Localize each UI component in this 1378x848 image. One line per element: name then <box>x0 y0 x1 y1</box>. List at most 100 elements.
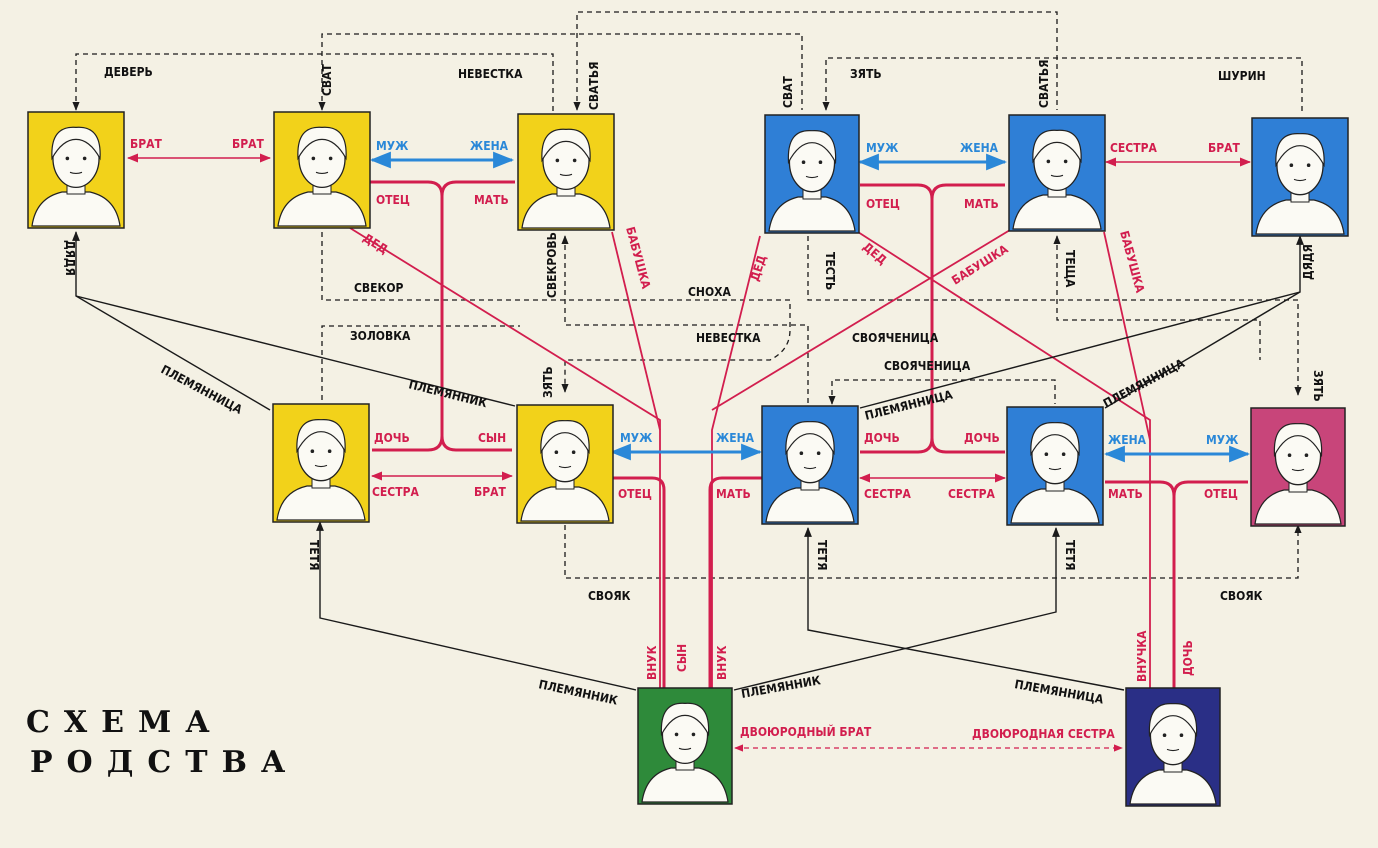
label-muzh-right: МУЖ <box>1206 433 1239 447</box>
tetya-right <box>733 527 1060 691</box>
label-babushka-far: БАБУШКА <box>1117 229 1147 295</box>
label-vnuchka: ВНУЧКА <box>1135 630 1149 682</box>
father-son-line <box>612 476 666 690</box>
label-svoyak-right: СВОЯК <box>1220 589 1263 603</box>
portrait-hair <box>541 128 591 163</box>
svat-left-line <box>318 33 803 111</box>
svoyachenitsa-line <box>828 379 1056 405</box>
portrait-mouth <box>1166 748 1180 752</box>
portrait-mouth <box>1048 467 1062 471</box>
portrait-eye <box>65 156 70 161</box>
nephew-lines <box>72 231 1304 691</box>
portrait-body <box>768 196 856 232</box>
portrait-hair <box>1032 129 1082 164</box>
label-sestra-left: СЕСТРА <box>372 485 419 499</box>
label-svoyak-left: СВОЯК <box>588 589 631 603</box>
label-dvoyurodny-brat: ДВОЮРОДНЫЙ БРАТ <box>740 724 872 739</box>
portrait-mouth <box>1291 468 1305 472</box>
portrait-p4 <box>764 114 860 234</box>
svatya-left-line <box>573 11 1058 111</box>
label-svoyachenitsa-2: СВОЯЧЕНИЦА <box>884 359 971 373</box>
portrait-body <box>1010 488 1100 524</box>
portrait-eye <box>799 451 804 456</box>
label-doch-mid2: ДОЧЬ <box>964 431 1000 445</box>
label-svatya-right: СВАТЬЯ <box>1037 60 1051 108</box>
label-brat-top-r: БРАТ <box>1208 141 1240 155</box>
portrait-body <box>765 487 855 523</box>
portrait-eye <box>1046 159 1051 164</box>
label-doch-bottom: ДОЧЬ <box>1181 640 1195 676</box>
portraits <box>27 111 1349 807</box>
label-brat-left: БРАТ <box>474 485 506 499</box>
inlaw-lines <box>72 11 1303 752</box>
portrait-p11 <box>1250 407 1346 527</box>
label-svat-left: СВАТ <box>320 63 334 96</box>
portrait-eye <box>555 158 560 163</box>
portrait-hair <box>51 126 101 161</box>
label-svekrov: СВЕКРОВЬ <box>545 232 559 298</box>
portrait-eye <box>1061 452 1066 457</box>
label-brat-2: БРАТ <box>232 137 264 151</box>
parents-right <box>860 183 934 454</box>
label-zyat-top: ЗЯТЬ <box>850 67 882 81</box>
portrait-mouth <box>678 747 692 751</box>
zyat-top-line <box>822 57 1303 112</box>
label-plemyannik-bottom-r: ПЛЕМЯННИК <box>740 673 822 701</box>
portrait-mouth <box>1050 174 1064 178</box>
label-otets-top-r: ОТЕЦ <box>866 197 900 211</box>
portrait-body <box>276 485 366 521</box>
portrait-p3 <box>517 113 615 231</box>
portrait-hair <box>1273 423 1323 458</box>
label-tetya-right: ТЕТЯ <box>1063 540 1077 570</box>
title-line-2: РОДСТВА <box>30 745 299 780</box>
ded-left-line <box>349 227 661 690</box>
portrait-hair <box>1148 703 1198 738</box>
label-ded-right: ДЕД <box>748 253 770 283</box>
portrait-body <box>641 767 729 803</box>
portrait-eye <box>1162 733 1167 737</box>
label-zhena-top: ЖЕНА <box>470 139 509 153</box>
mother-daughter-line <box>1105 480 1176 497</box>
portrait-mouth <box>314 464 328 468</box>
dever-line <box>72 53 554 112</box>
label-sestra-mid: СЕСТРА <box>864 487 911 501</box>
portrait-eye <box>801 160 806 164</box>
portrait-p12 <box>637 687 733 805</box>
parents-left-2 <box>440 180 515 452</box>
svekrov-line <box>561 235 809 405</box>
portrait-eye <box>674 732 679 737</box>
title-line-1: СХЕМА <box>26 705 224 740</box>
label-plemyannik-bottom-l: ПЛЕМЯННИК <box>537 677 619 707</box>
label-zolovka: ЗОЛОВКА <box>350 329 411 343</box>
label-brat-1: БРАТ <box>130 137 162 151</box>
portrait-p13 <box>1125 687 1221 807</box>
portrait-eye <box>816 451 821 456</box>
label-svekor: СВЕКОР <box>354 281 404 295</box>
portrait-hair <box>785 421 835 456</box>
portrait-eye <box>1179 733 1184 737</box>
label-svat-right: СВАТ <box>781 75 795 108</box>
portrait-p6 <box>1251 117 1349 237</box>
label-plemyannik-left: ПЛЕМЯННИК <box>407 377 489 410</box>
ded-to-vnuchka <box>857 231 1151 688</box>
svekor-line <box>321 232 791 393</box>
portrait-mouth <box>69 171 83 175</box>
parents-left <box>370 180 444 452</box>
portrait-mouth <box>803 466 817 470</box>
label-dyadya-right: ДЯДЯ <box>1301 244 1315 280</box>
label-sestra-top: СЕСТРА <box>1110 141 1157 155</box>
label-syn: СЫН <box>478 431 506 445</box>
ded-right-line <box>711 235 761 690</box>
portrait-body <box>1255 199 1345 235</box>
label-mat-top-r: МАТЬ <box>964 197 999 211</box>
portrait-hair <box>1275 133 1325 168</box>
label-plemyannitsa-right: ПЛЕМЯННИЦА <box>1101 356 1188 411</box>
portrait-hair <box>540 420 590 455</box>
family-lines <box>126 153 1252 690</box>
diagram-title: СХЕМА РОДСТВА <box>26 705 299 780</box>
tetya-left <box>316 521 637 691</box>
portrait-eye <box>554 450 559 455</box>
label-doch-left: ДОЧЬ <box>374 431 410 445</box>
label-vnuk-2: ВНУК <box>715 645 729 680</box>
portrait-hair <box>1030 422 1080 457</box>
